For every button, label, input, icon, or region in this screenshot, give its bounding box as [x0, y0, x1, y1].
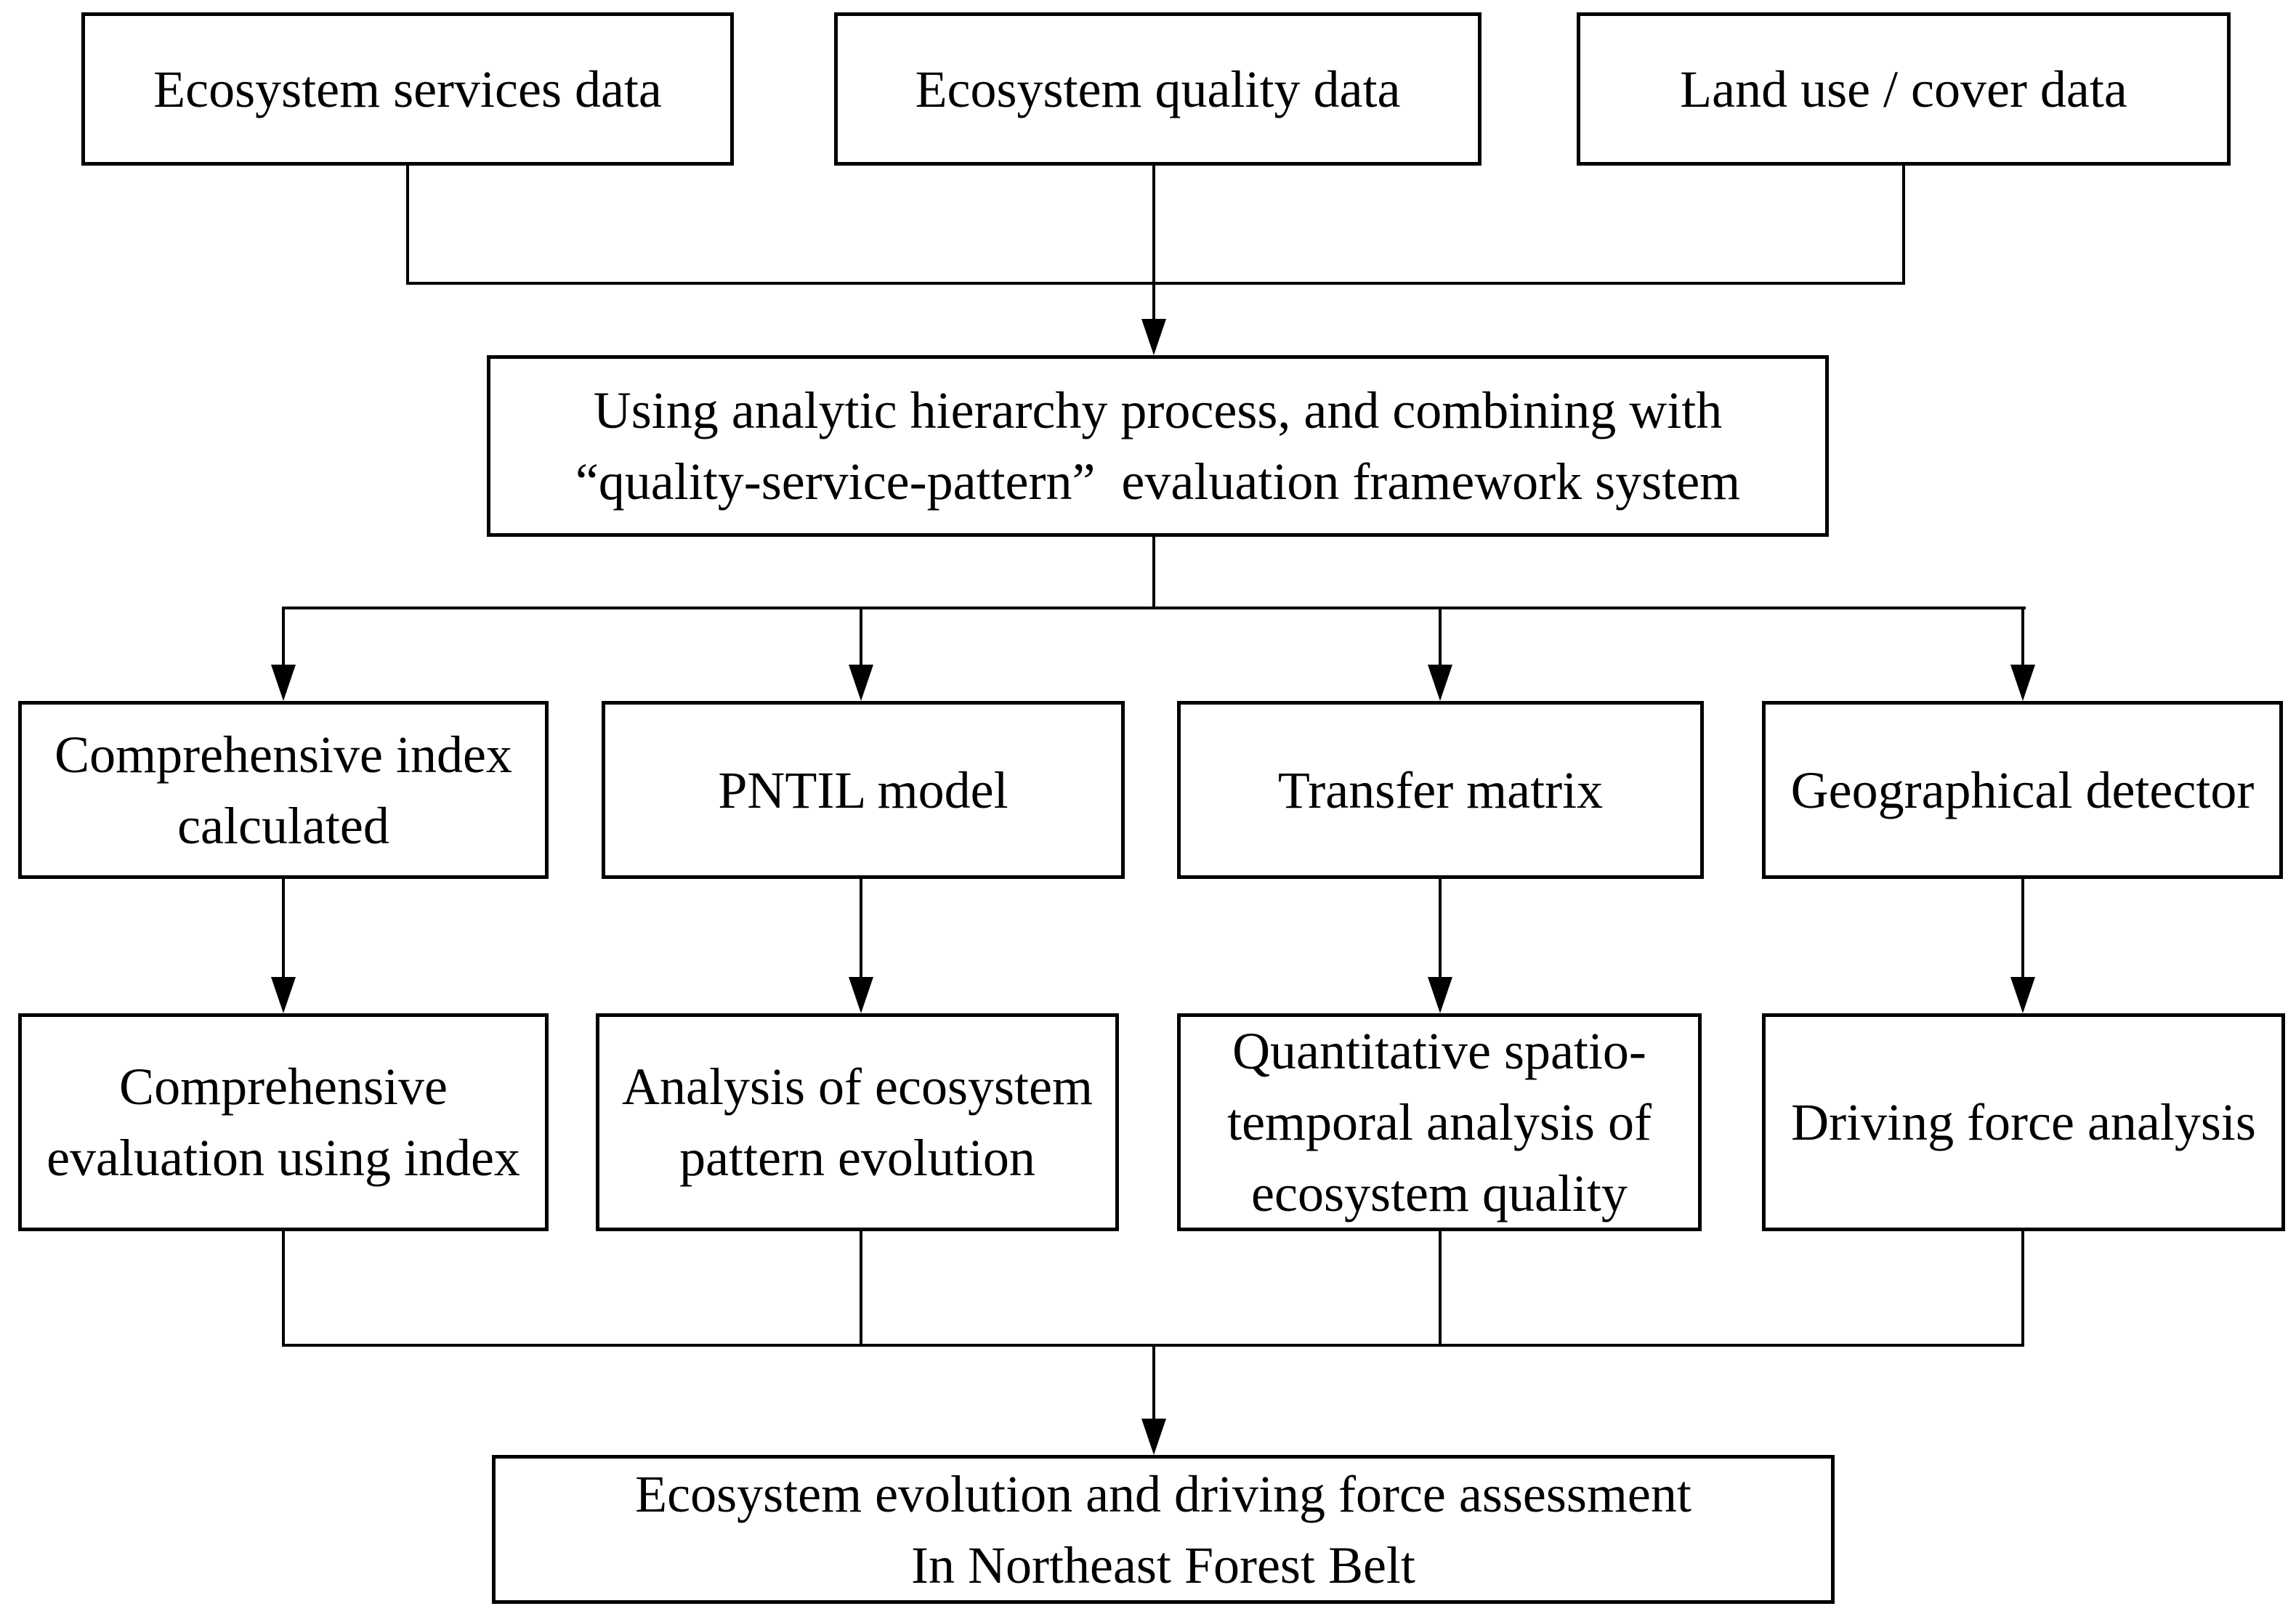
box-result: Ecosystem evolution and driving force as…	[492, 1455, 1835, 1604]
connector-method3-down	[1439, 879, 1442, 978]
box-label-line: pattern evolution	[679, 1129, 1035, 1187]
box-label: Ecosystem services data	[153, 60, 662, 118]
arrowhead-into-pntil-model	[849, 665, 873, 701]
box-label: Ecosystem quality data	[915, 60, 1401, 118]
connector-col2-down	[860, 608, 862, 665]
connector-col1-down	[282, 608, 285, 665]
box-label-line: Analysis of ecosystem	[622, 1058, 1093, 1116]
arrowhead-into-transfer-matrix	[1428, 665, 1452, 701]
connector-analysis2-down	[860, 1231, 862, 1347]
box-land-use-cover-data: Land use / cover data	[1577, 12, 2231, 166]
box-label-line: In Northeast Forest Belt	[911, 1536, 1415, 1594]
box-label-line: calculated	[177, 796, 389, 855]
connector-sources-merge-line	[406, 282, 1905, 285]
arrowhead-into-geographical-detector	[2010, 665, 2035, 701]
box-label-line: Ecosystem evolution and driving force as…	[635, 1464, 1691, 1523]
connector-result-down	[1152, 1344, 1155, 1420]
box-label: PNTIL model	[718, 761, 1008, 819]
box-framework: Using analytic hierarchy process, and co…	[487, 355, 1829, 537]
box-label-line: evaluation using index	[47, 1129, 520, 1187]
box-spatiotemporal-analysis: Quantitative spatio- temporal analysis o…	[1177, 1013, 1702, 1231]
connector-distribution-line	[282, 607, 2026, 609]
box-label-line: Comprehensive index	[54, 725, 512, 784]
connector-col3-down	[1439, 608, 1442, 665]
box-pattern-evolution-analysis: Analysis of ecosystem pattern evolution	[596, 1013, 1119, 1231]
box-ecosystem-services-data: Ecosystem services data	[81, 12, 734, 166]
connector-analysis3-down	[1439, 1231, 1442, 1347]
connector-framework-down	[1152, 537, 1155, 608]
connector-services-down	[406, 166, 409, 283]
box-ecosystem-quality-data: Ecosystem quality data	[834, 12, 1482, 166]
box-comprehensive-evaluation: Comprehensive evaluation using index	[18, 1013, 549, 1231]
arrowhead-into-pattern-evolution	[849, 977, 873, 1013]
box-label-line: temporal analysis of	[1227, 1093, 1652, 1151]
connector-quality-down	[1152, 166, 1155, 320]
arrowhead-into-framework	[1141, 319, 1166, 355]
connector-method1-down	[282, 879, 285, 978]
box-label: Land use / cover data	[1680, 60, 2127, 118]
arrowhead-into-driving-force	[2010, 977, 2035, 1013]
box-comprehensive-index: Comprehensive index calculated	[18, 701, 549, 879]
box-driving-force-analysis: Driving force analysis	[1762, 1013, 2285, 1231]
box-label-line: Using analytic hierarchy process, and co…	[593, 381, 1723, 439]
connector-col4-down	[2021, 608, 2024, 665]
box-label-line: Quantitative spatio-	[1232, 1022, 1646, 1080]
connector-landuse-down	[1902, 166, 1905, 283]
connector-analysis4-down	[2021, 1231, 2024, 1347]
arrowhead-into-spatiotemporal-analysis	[1428, 977, 1452, 1013]
box-transfer-matrix: Transfer matrix	[1177, 701, 1704, 879]
box-geographical-detector: Geographical detector	[1762, 701, 2283, 879]
box-label-line: ecosystem quality	[1251, 1164, 1628, 1222]
connector-method2-down	[860, 879, 862, 978]
connector-method4-down	[2021, 879, 2024, 978]
arrowhead-into-comprehensive-evaluation	[271, 977, 296, 1013]
box-label-line: Comprehensive	[119, 1058, 448, 1116]
box-pntil-model: PNTIL model	[602, 701, 1125, 879]
box-label: Driving force analysis	[1791, 1093, 2256, 1151]
arrowhead-into-result	[1141, 1419, 1166, 1455]
box-label-line: “quality-service-pattern” evaluation fra…	[575, 453, 1741, 511]
connector-analysis1-down	[282, 1231, 285, 1347]
box-label: Transfer matrix	[1277, 761, 1604, 819]
box-label: Geographical detector	[1790, 761, 2255, 819]
arrowhead-into-comprehensive-index	[271, 665, 296, 701]
